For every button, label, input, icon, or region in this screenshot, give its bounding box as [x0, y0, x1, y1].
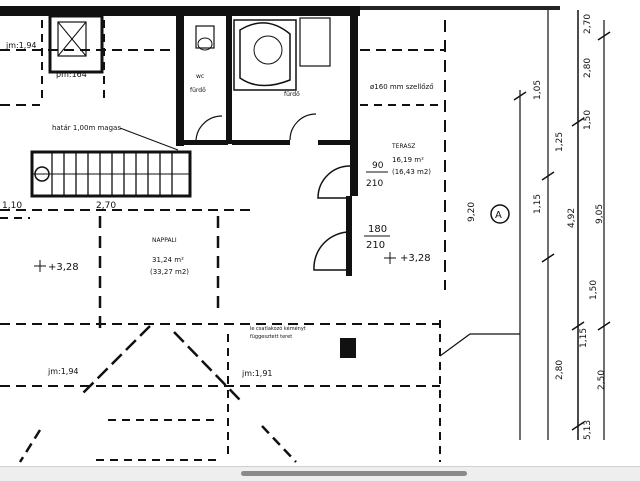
living-area-net: (33,27 m2): [150, 268, 189, 276]
door-180: 180: [368, 224, 387, 235]
axis-letter: A: [495, 210, 502, 221]
horizontal-scrollbar[interactable]: [0, 466, 640, 481]
axis-marker: [490, 204, 510, 224]
roof-line: [79, 325, 151, 397]
door-swing: [289, 113, 317, 141]
terrace-name: TERASZ: [391, 143, 415, 150]
living-name: NAPPALI: [152, 237, 177, 244]
wc-label: wc: [196, 73, 204, 80]
terrace-door: [317, 165, 351, 199]
dim-label: 2,80: [555, 360, 565, 380]
dim-label: 1,25: [555, 132, 565, 152]
living-area: 31,24 m²: [152, 256, 184, 264]
dim-label: 9,05: [595, 204, 605, 224]
dim-label: 9,20: [467, 202, 477, 222]
level-right: +3,28: [400, 253, 431, 264]
bathroom-walls: [176, 16, 358, 196]
dim-label: 1,50: [589, 280, 599, 300]
level-left: +3,28: [48, 262, 79, 273]
dim-label: 1,50: [583, 110, 593, 130]
dim-label: 2,70: [583, 14, 593, 34]
terrace-area: 16,19 m²: [392, 156, 424, 164]
chimney: [340, 338, 356, 358]
roof-line: [18, 429, 42, 463]
level-marker: [34, 260, 46, 272]
dim-270: 2,70: [96, 201, 116, 211]
level-marker: [384, 252, 396, 264]
roof-line: [261, 425, 297, 463]
dim-label: 5,13: [583, 420, 593, 440]
lower-level-left: jm:1,94: [47, 367, 79, 376]
top-wall-right: [360, 6, 560, 10]
door-90: 90: [372, 161, 384, 171]
terrace-door: [313, 231, 351, 271]
staircase: [30, 150, 192, 198]
lower-level-mid: jm:1,91: [241, 369, 273, 378]
top-wall: [0, 6, 360, 16]
bath-right-label: fürdő: [284, 91, 300, 98]
dim-label: 2,50: [597, 370, 607, 390]
closet-level-label: pm:164: [56, 70, 87, 79]
dimension-chain: [513, 10, 611, 440]
bath-left-label: fürdő: [190, 87, 206, 94]
dim-label: 1,15: [533, 194, 543, 214]
bathtub: [233, 19, 297, 91]
door-210-a: 210: [366, 179, 383, 189]
left-mark: 1,10: [2, 201, 22, 211]
toilet: [195, 25, 215, 51]
stair-note: határ 1,00m magas: [52, 124, 121, 132]
terrace-area-net: (16,43 m2): [392, 168, 431, 176]
stair-leader: [119, 127, 179, 151]
scrollbar-thumb[interactable]: [241, 471, 467, 476]
dim-label: 1,05: [533, 80, 543, 100]
door-swing: [195, 115, 223, 141]
bedroom-level-label: jm:1,94: [5, 41, 37, 50]
roof-line: [173, 331, 241, 401]
floor-plan: pm:164 jm:1,94 fürdő fürdő wc ø160 mm sz…: [0, 6, 611, 463]
lower-note-1: le csatlakozó kéményt: [250, 325, 306, 332]
lower-note-2: függesztett teret: [250, 334, 292, 340]
door-jamb: [346, 196, 352, 276]
closet: [48, 14, 104, 74]
dim-label: 1,15: [579, 328, 589, 348]
dim-label: 2,80: [583, 58, 593, 78]
ridge-line: [439, 333, 520, 357]
dim-label: 4,92: [567, 208, 577, 228]
vent-note: ø160 mm szellőző: [370, 82, 434, 91]
door-210-b: 210: [366, 240, 385, 251]
